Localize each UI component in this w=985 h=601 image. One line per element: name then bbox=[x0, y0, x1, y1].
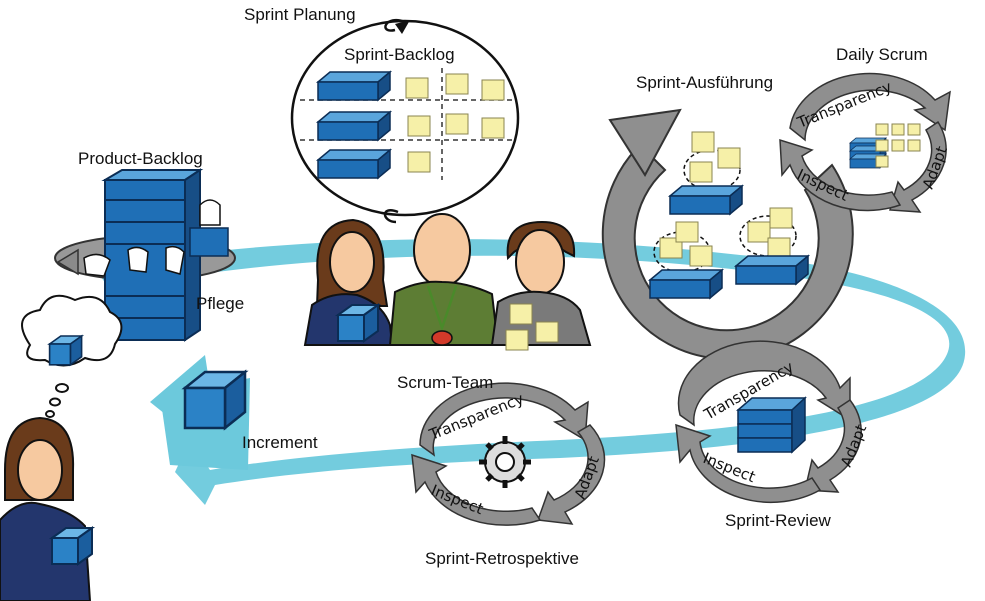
sprint-execution-cycle bbox=[601, 108, 854, 360]
product-backlog-label: Product-Backlog bbox=[78, 149, 203, 168]
sprint-execution-label: Sprint-Ausführung bbox=[636, 73, 774, 92]
scrum-team-label: Scrum-Team bbox=[397, 373, 494, 392]
sprint-review-cycle: Transparency Inspect Adapt bbox=[675, 340, 870, 504]
product-owner-figure bbox=[0, 294, 123, 601]
sprint-review-label: Sprint-Review bbox=[725, 511, 831, 530]
pflege-label: Pflege bbox=[196, 294, 245, 313]
sprint-planning-label: Sprint Planung bbox=[244, 5, 356, 24]
scrum-team-figures bbox=[303, 213, 592, 351]
increment-label: Increment bbox=[242, 433, 318, 452]
daily-adapt-label: Adapt bbox=[919, 144, 951, 192]
sprint-backlog-label: Sprint-Backlog bbox=[344, 45, 455, 64]
sprint-retrospective-label: Sprint-Retrospektive bbox=[425, 549, 580, 568]
daily-scrum-label: Daily Scrum bbox=[836, 45, 928, 64]
product-backlog-stack bbox=[54, 168, 236, 342]
increment-cube bbox=[181, 369, 249, 431]
sprint-planning-bubble bbox=[290, 18, 520, 224]
